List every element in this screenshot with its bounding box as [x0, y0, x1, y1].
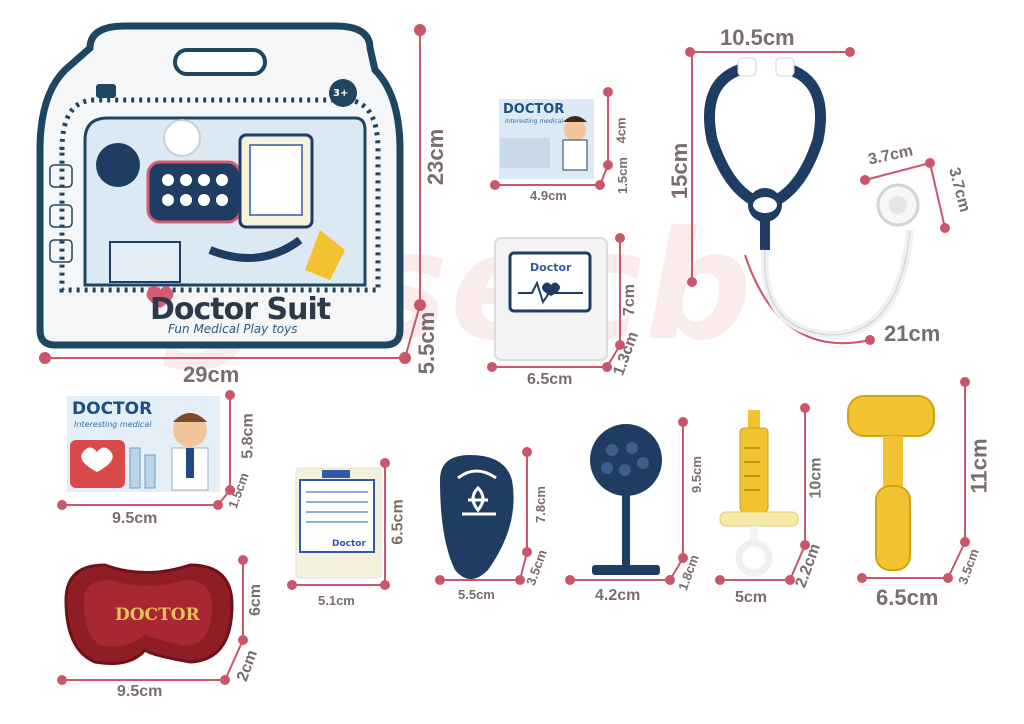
small-card-height-label: 4cm: [613, 117, 629, 144]
syringe-height-label: 10cm: [807, 457, 825, 499]
big-card-subtitle: Interesting medical: [74, 420, 152, 429]
tray-height-label: 6cm: [247, 583, 265, 617]
mirror-height-label: 9.5cm: [688, 456, 704, 493]
monitor-height-label: 7cm: [621, 283, 639, 317]
stethoscope-width-label: 10.5cm: [720, 25, 795, 50]
package-depth-label: 5.5cm: [414, 311, 440, 375]
syringe-toy: [719, 410, 799, 577]
syringe-width-label: 5cm: [735, 589, 768, 606]
small-info-card: [497, 97, 596, 181]
big-card-width-label: 9.5cm: [112, 510, 158, 527]
head-mirror-toy: [590, 424, 662, 575]
big-card-heading: DOCTOR: [72, 399, 153, 419]
kidney-tray-toy: [64, 563, 234, 665]
small-card-heading: DOCTOR: [503, 102, 565, 117]
age-badge: 3+: [333, 88, 349, 99]
large-info-card: [65, 394, 222, 494]
badge-width-label: 5.1cm: [318, 593, 355, 608]
package-title: Doctor Suit: [150, 292, 331, 327]
hammer-height-label: 11cm: [966, 438, 992, 494]
package-height-label: 23cm: [423, 128, 449, 186]
small-card-depth-label: 1.5cm: [614, 157, 630, 194]
otoscope-height-label: 7.8cm: [532, 486, 548, 523]
big-card-height-label: 5.8cm: [239, 413, 257, 459]
mirror-width-label: 4.2cm: [595, 587, 641, 604]
monitor-label: Doctor: [530, 261, 572, 274]
stethoscope-height-label: 15cm: [667, 142, 693, 200]
reflex-hammer-toy: [847, 395, 935, 571]
package-width-label: 29cm: [183, 362, 240, 387]
hammer-width-label: 6.5cm: [876, 585, 939, 610]
badge-height-label: 6.5cm: [389, 499, 407, 545]
package-box: [36, 22, 404, 349]
small-card-subtitle: Interesting medical: [505, 118, 564, 125]
tray-width-label: 9.5cm: [117, 683, 163, 700]
stethoscope-tube-label: 21cm: [884, 321, 941, 346]
stethoscope-toy: [703, 57, 920, 340]
monitor-width-label: 6.5cm: [527, 371, 573, 388]
tray-label: DOCTOR: [115, 605, 200, 625]
small-card-width-label: 4.9cm: [530, 188, 567, 203]
otoscope-width-label: 5.5cm: [458, 587, 495, 602]
badge-label: Doctor: [332, 539, 366, 549]
otoscope-toy: [440, 455, 514, 579]
id-badge-toy: [295, 467, 382, 579]
monitor-toy: [494, 237, 608, 361]
package-subtitle: Fun Medical Play toys: [168, 322, 298, 336]
